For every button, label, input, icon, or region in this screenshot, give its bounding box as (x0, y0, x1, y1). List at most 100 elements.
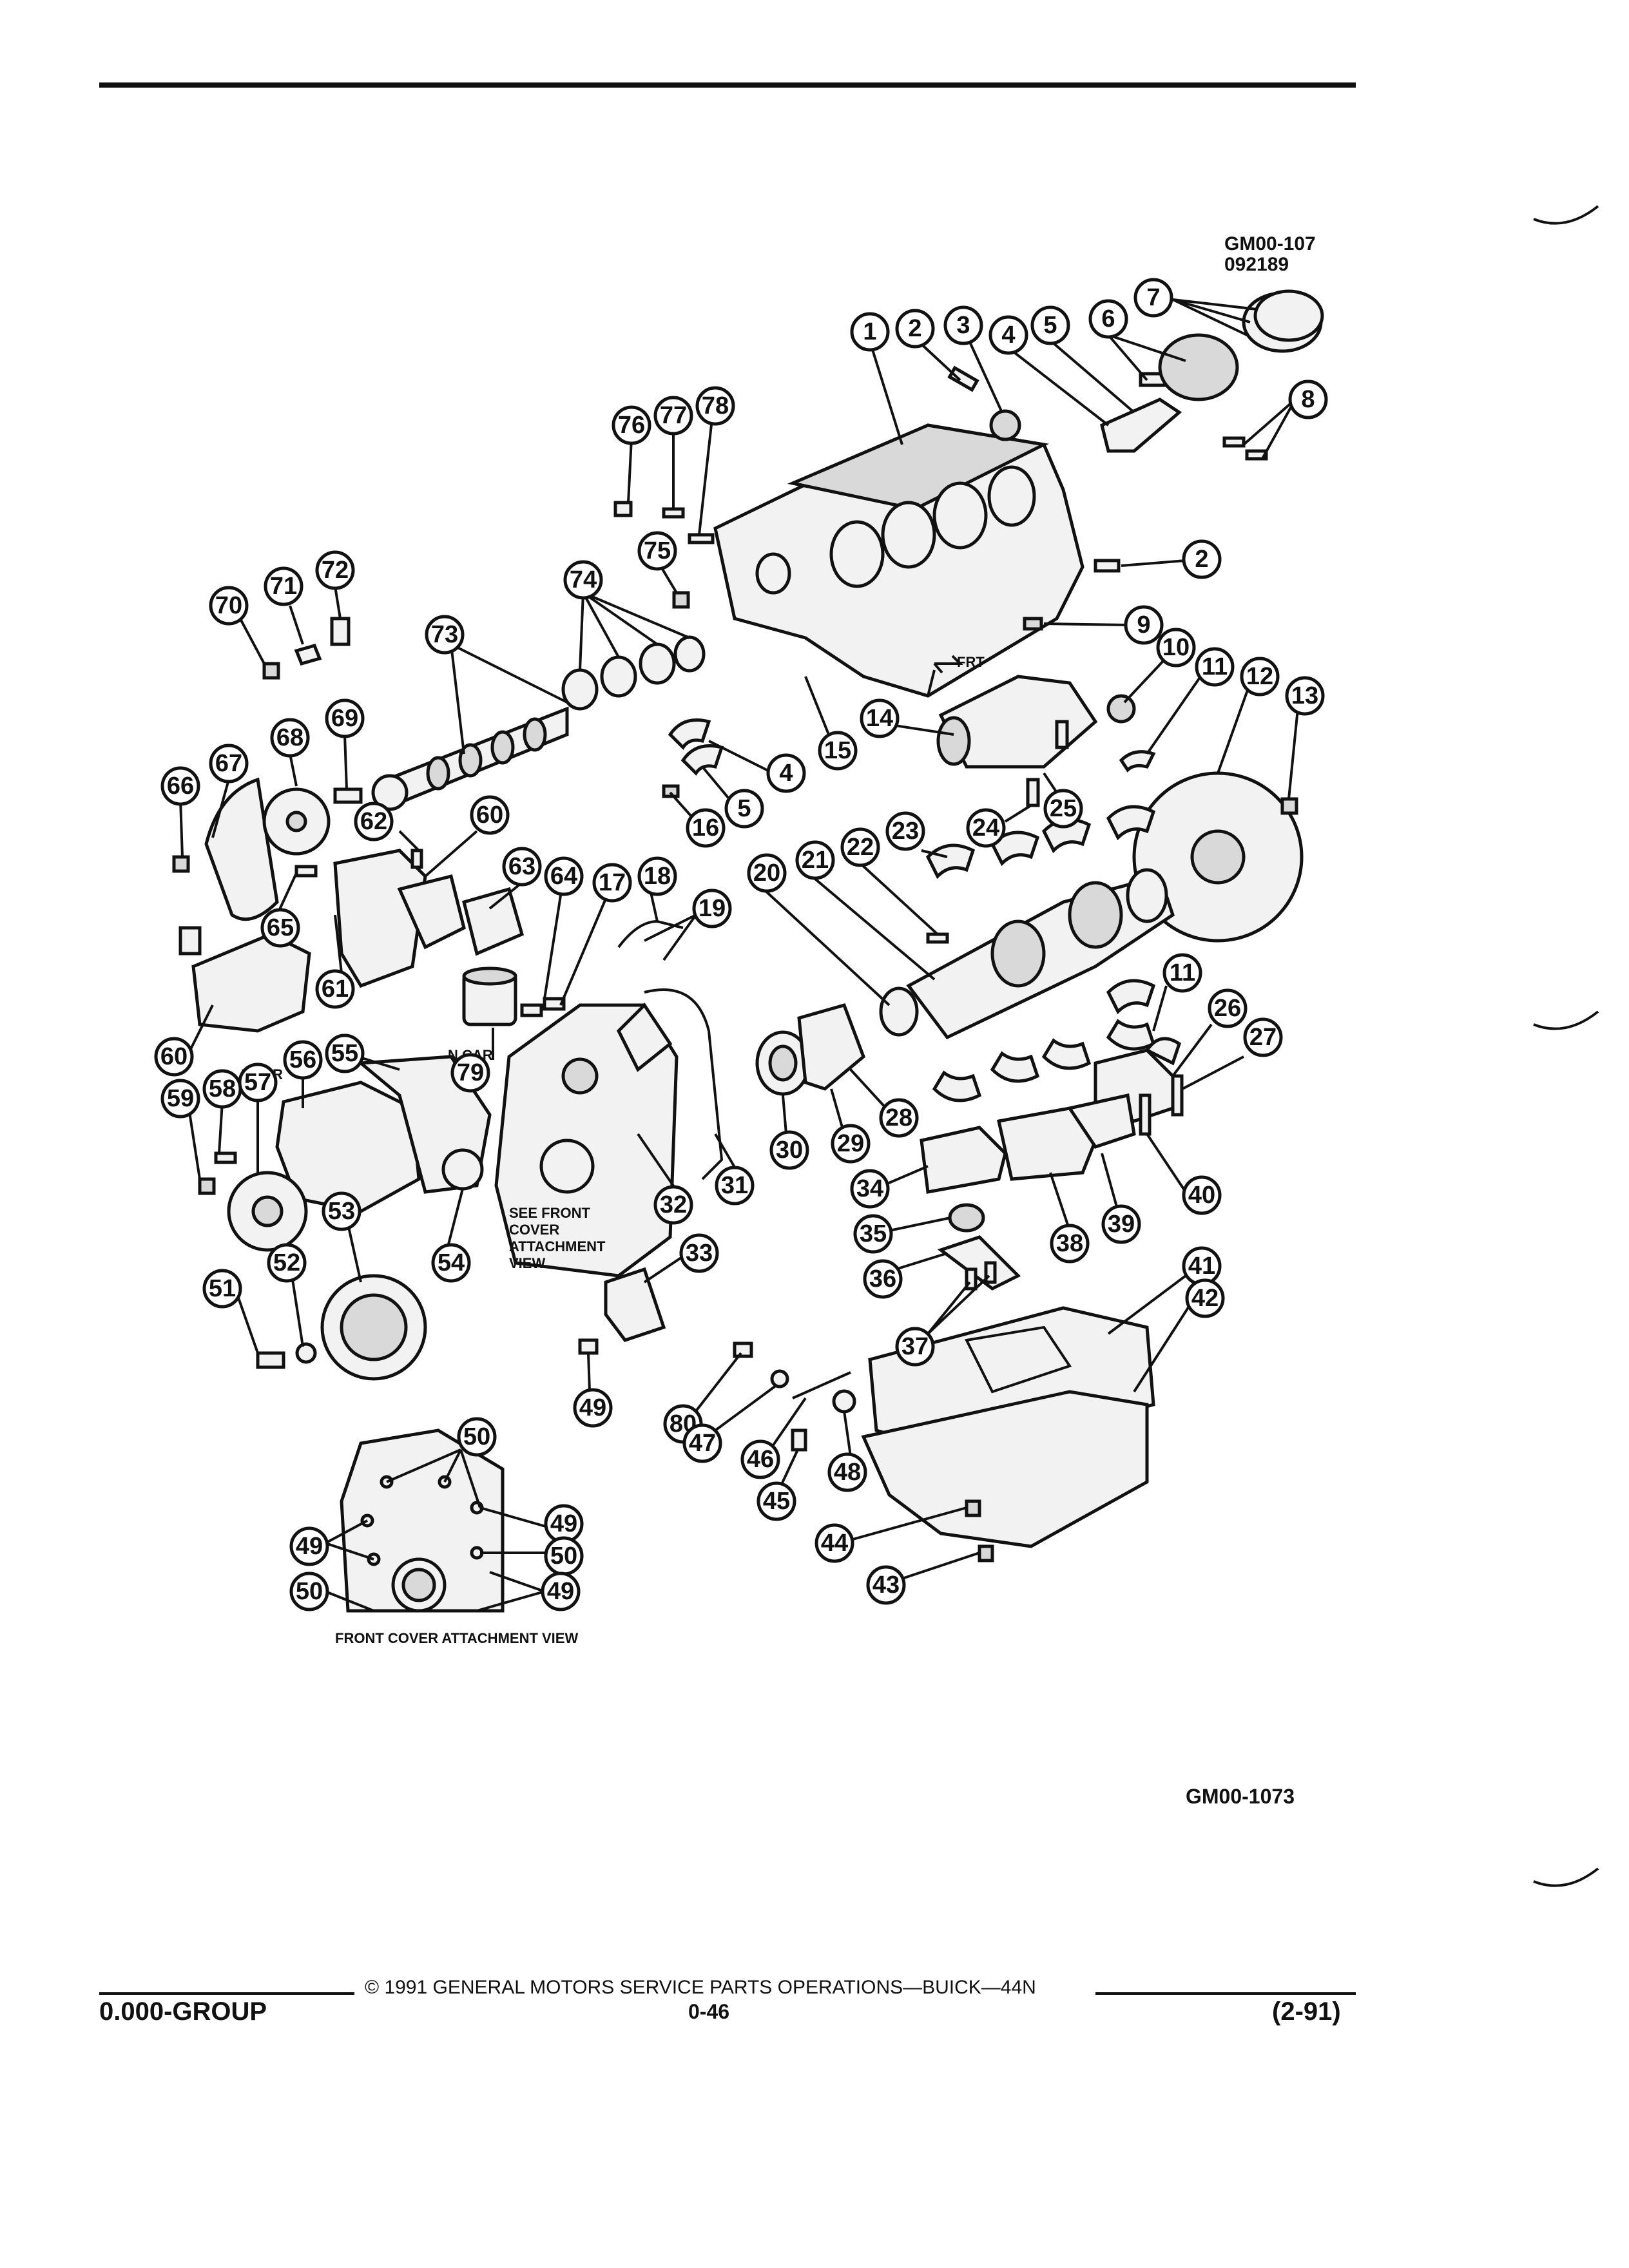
svg-text:58: 58 (209, 1075, 236, 1102)
svg-text:20: 20 (753, 860, 780, 887)
svg-text:23: 23 (892, 818, 919, 845)
callouts: 1 2 3 4 5 6 7 8 2 9 10 11 12 13 14 15 4 … (154, 278, 1328, 1611)
svg-text:61: 61 (322, 975, 349, 1003)
svg-text:74: 74 (570, 566, 597, 593)
svg-text:34: 34 (856, 1175, 883, 1202)
svg-text:47: 47 (689, 1430, 716, 1457)
svg-text:63: 63 (508, 853, 535, 880)
footer-group: 0.000-GROUP (99, 1997, 267, 2026)
svg-text:42: 42 (1191, 1285, 1219, 1312)
svg-text:21: 21 (802, 847, 829, 874)
svg-text:2: 2 (1195, 546, 1208, 573)
svg-text:64: 64 (550, 863, 577, 890)
frt-label: FRT (957, 654, 985, 670)
ref-date-top: 092189 (1224, 254, 1289, 275)
svg-text:44: 44 (821, 1530, 848, 1557)
svg-text:76: 76 (618, 412, 645, 439)
svg-text:31: 31 (721, 1172, 748, 1199)
svg-text:66: 66 (167, 773, 194, 800)
svg-text:48: 48 (834, 1459, 861, 1486)
svg-text:6: 6 (1101, 305, 1115, 332)
svg-text:11: 11 (1170, 959, 1195, 986)
svg-text:4: 4 (1001, 322, 1015, 349)
svg-text:62: 62 (360, 808, 387, 835)
svg-text:26: 26 (1214, 995, 1241, 1022)
svg-text:50: 50 (463, 1423, 490, 1450)
leader-lines (179, 298, 1300, 1612)
footer-rule-right (1095, 1992, 1356, 1995)
svg-text:56: 56 (289, 1046, 316, 1073)
svg-text:27: 27 (1249, 1024, 1277, 1051)
svg-text:8: 8 (1301, 386, 1315, 413)
svg-text:70: 70 (215, 592, 242, 619)
svg-text:59: 59 (167, 1085, 194, 1112)
svg-text:7: 7 (1146, 284, 1160, 311)
svg-text:35: 35 (860, 1220, 887, 1247)
svg-text:33: 33 (686, 1240, 713, 1267)
svg-text:29: 29 (837, 1130, 864, 1157)
svg-text:49: 49 (550, 1510, 577, 1537)
svg-text:22: 22 (847, 834, 874, 861)
svg-text:9: 9 (1137, 611, 1150, 639)
svg-text:1: 1 (863, 318, 876, 345)
svg-text:17: 17 (599, 869, 626, 896)
svg-text:13: 13 (1291, 682, 1318, 709)
svg-text:77: 77 (660, 402, 687, 429)
svg-text:60: 60 (160, 1043, 188, 1070)
front-cover-view-caption: FRONT COVER ATTACHMENT VIEW (335, 1630, 578, 1646)
svg-text:15: 15 (824, 737, 851, 764)
svg-text:5: 5 (737, 795, 751, 822)
svg-text:72: 72 (322, 557, 349, 584)
svg-text:25: 25 (1050, 795, 1077, 822)
svg-text:54: 54 (438, 1249, 465, 1276)
svg-text:45: 45 (763, 1488, 790, 1515)
svg-text:69: 69 (331, 705, 358, 732)
svg-text:50: 50 (296, 1578, 323, 1605)
footer-rule-left (99, 1992, 354, 1995)
svg-text:10: 10 (1162, 634, 1190, 661)
svg-text:46: 46 (747, 1446, 774, 1473)
svg-text:51: 51 (209, 1275, 236, 1302)
svg-text:11: 11 (1202, 653, 1228, 680)
svg-text:57: 57 (244, 1069, 271, 1096)
see-front-cover-2: COVER (509, 1222, 559, 1238)
svg-text:53: 53 (328, 1198, 355, 1225)
svg-text:78: 78 (702, 392, 729, 419)
svg-text:79: 79 (457, 1059, 484, 1086)
svg-text:71: 71 (270, 573, 297, 600)
svg-text:32: 32 (660, 1191, 687, 1218)
svg-text:52: 52 (273, 1249, 300, 1276)
footer-revision: (2-91) (1272, 1997, 1341, 2026)
svg-text:39: 39 (1108, 1211, 1135, 1238)
svg-text:37: 37 (901, 1333, 929, 1360)
svg-text:2: 2 (908, 315, 921, 342)
svg-text:28: 28 (885, 1104, 912, 1131)
footer-page-number: 0-46 (688, 2000, 730, 2023)
svg-text:49: 49 (296, 1533, 323, 1560)
see-front-cover-1: SEE FRONT (509, 1205, 590, 1221)
svg-text:36: 36 (869, 1265, 896, 1293)
svg-text:73: 73 (431, 621, 458, 648)
svg-text:55: 55 (331, 1040, 358, 1067)
svg-text:14: 14 (866, 705, 893, 732)
see-front-cover-3: ATTACHMENT (509, 1238, 606, 1254)
footer-copyright: © 1991 GENERAL MOTORS SERVICE PARTS OPER… (365, 1977, 1036, 1998)
svg-text:38: 38 (1056, 1230, 1083, 1257)
svg-text:12: 12 (1246, 663, 1273, 690)
svg-text:50: 50 (550, 1542, 577, 1570)
svg-text:18: 18 (644, 863, 671, 890)
top-rule (99, 82, 1356, 88)
svg-text:68: 68 (276, 724, 304, 751)
svg-text:4: 4 (779, 760, 793, 787)
svg-text:5: 5 (1043, 312, 1057, 339)
svg-text:65: 65 (267, 914, 294, 941)
svg-text:75: 75 (644, 537, 671, 564)
svg-text:30: 30 (776, 1137, 803, 1164)
ref-code-top: GM00-107 (1224, 233, 1316, 255)
margin-marks (1533, 205, 1599, 1887)
svg-text:24: 24 (972, 814, 999, 841)
svg-text:49: 49 (579, 1394, 606, 1421)
engine-block (713, 423, 1084, 698)
